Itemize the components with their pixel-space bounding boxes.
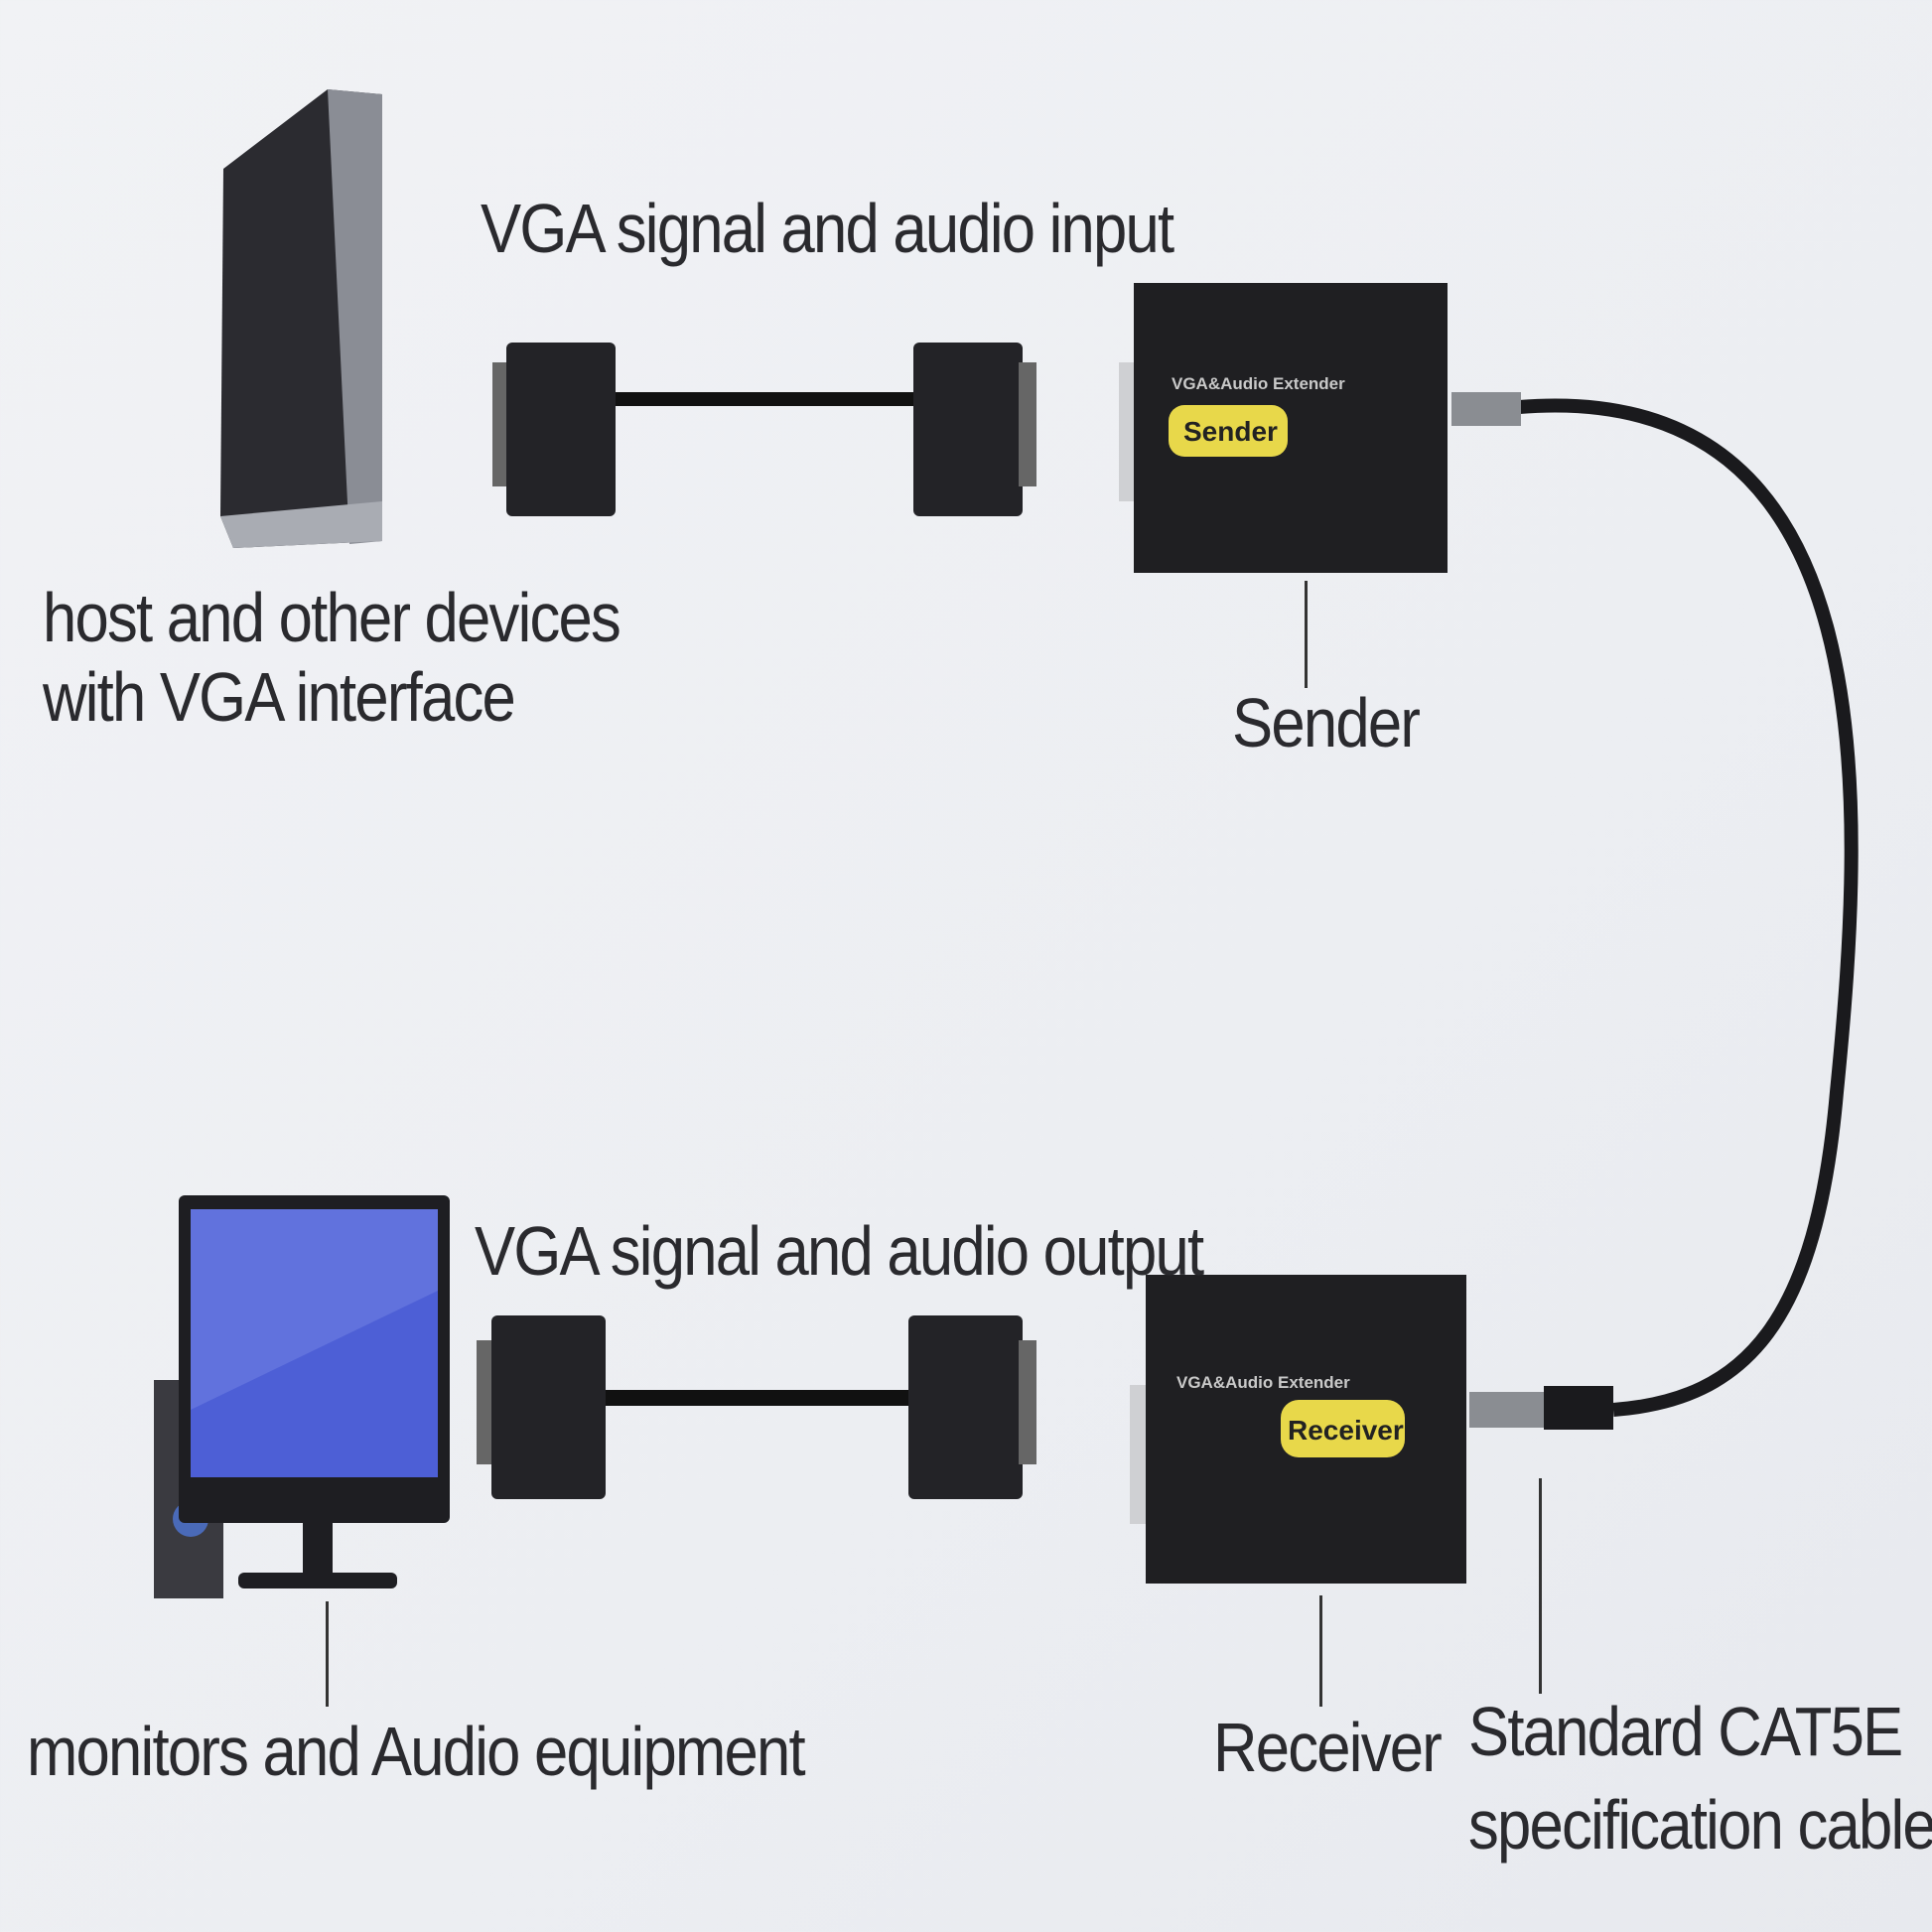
sender-leader-line	[1305, 581, 1308, 688]
receiver-device	[1130, 1275, 1466, 1584]
receiver-label: Receiver	[1213, 1709, 1443, 1786]
vga-cable-top	[492, 343, 1036, 516]
cable-leader-line	[1539, 1478, 1542, 1694]
monitor-leader-line	[326, 1601, 329, 1707]
cat5e-cable	[1518, 398, 1859, 1417]
monitor-icon	[154, 1195, 450, 1598]
output-label: VGA signal and audio output	[475, 1212, 1204, 1290]
rj45-receiver	[1469, 1392, 1549, 1428]
sender-badge-text: Sender	[1183, 416, 1278, 447]
monitors-label: monitors and Audio equipment	[27, 1713, 806, 1790]
sender-label: Sender	[1232, 684, 1421, 761]
host-label-line2: with VGA interface	[43, 658, 516, 736]
cable-label-line2: specification cable	[1468, 1786, 1932, 1863]
receiver-badge-text: Receiver	[1288, 1415, 1404, 1446]
sender-device	[1119, 283, 1448, 573]
input-label: VGA signal and audio input	[481, 190, 1174, 267]
rj45-sender	[1451, 392, 1521, 426]
host-computer-icon	[220, 89, 382, 548]
receiver-product-text: VGA&Audio Extender	[1176, 1373, 1350, 1392]
sender-product-text: VGA&Audio Extender	[1172, 374, 1345, 393]
receiver-leader-line	[1319, 1595, 1322, 1707]
cable-label-line1: Standard CAT5E	[1468, 1693, 1903, 1770]
host-label-line1: host and other devices	[43, 579, 621, 656]
vga-cable-bottom	[477, 1315, 1036, 1499]
